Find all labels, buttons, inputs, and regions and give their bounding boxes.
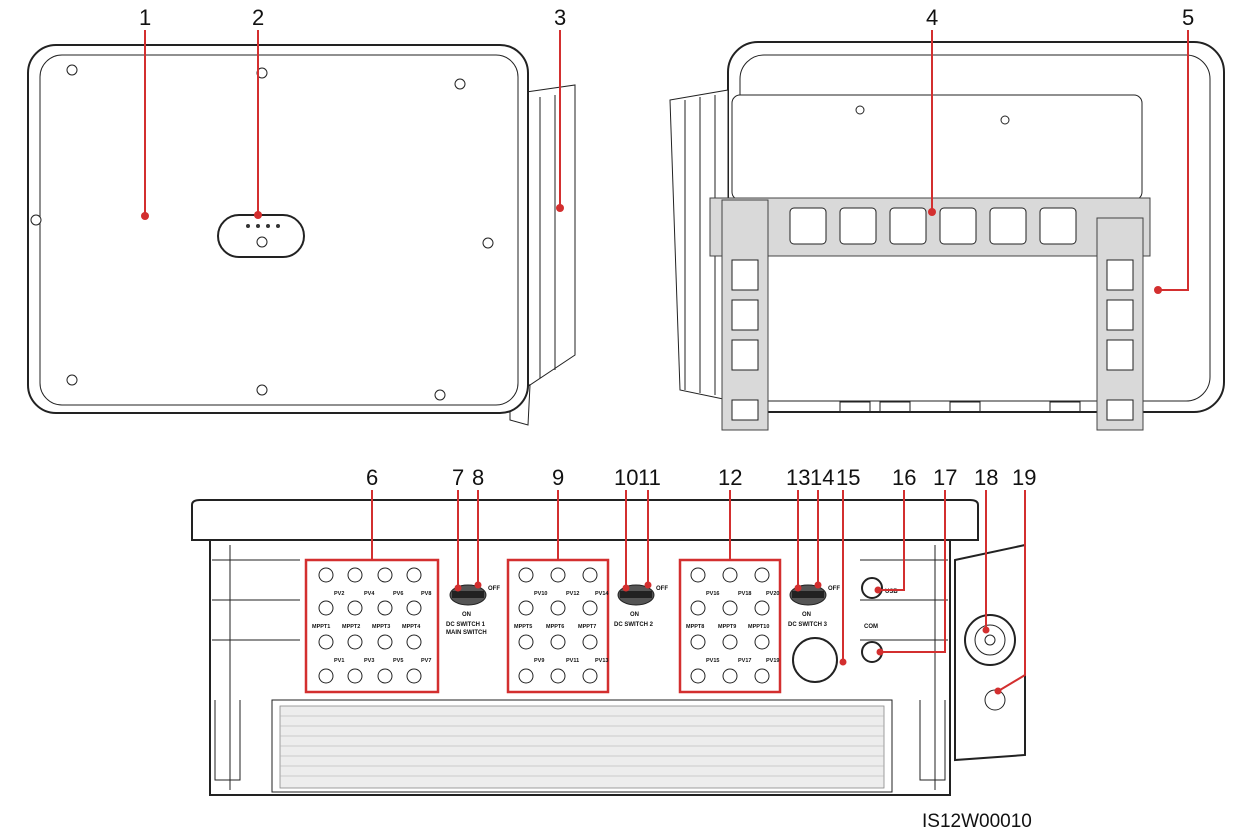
pv-label: PV13 <box>595 658 608 664</box>
callout-5: 5 <box>1182 5 1194 30</box>
back-view <box>669 30 1225 431</box>
dc-switch-2-label: DC SWITCH 2 <box>614 622 654 628</box>
callout-14: 14 <box>810 465 834 490</box>
callout-7: 7 <box>452 465 464 490</box>
on-label: ON <box>630 612 639 618</box>
callout-9: 9 <box>552 465 564 490</box>
off-label: OFF <box>828 586 840 592</box>
dc-switch-3-label: DC SWITCH 3 <box>788 622 828 628</box>
callout-13: 13 <box>786 465 810 490</box>
mppt-label: MPPT5 <box>514 624 532 630</box>
main-switch-label: MAIN SWITCH <box>446 630 487 636</box>
off-label: OFF <box>656 586 668 592</box>
callout-17: 17 <box>933 465 957 490</box>
pv-label: PV7 <box>421 658 431 664</box>
document-code: IS12W00010 <box>922 811 1032 832</box>
pv-label: PV4 <box>364 591 375 597</box>
off-label: OFF <box>488 586 500 592</box>
mppt-label: MPPT9 <box>718 624 736 630</box>
pv-label: PV12 <box>566 591 579 597</box>
callout-12: 12 <box>718 465 742 490</box>
pv-connectors-group2 <box>518 567 598 684</box>
pv-label: PV17 <box>738 658 751 664</box>
mppt-label: MPPT1 <box>312 624 330 630</box>
on-label: ON <box>802 612 811 618</box>
callout-6: 6 <box>366 465 378 490</box>
usb-label: USB <box>885 589 898 595</box>
callout-2: 2 <box>252 5 264 30</box>
pv-label: PV1 <box>334 658 344 664</box>
pv-label: PV5 <box>393 658 403 664</box>
pv-label: PV10 <box>534 591 547 597</box>
callout-1: 1 <box>139 5 151 30</box>
pv-label: PV20 <box>766 591 779 597</box>
pv-connectors-group3 <box>690 567 770 684</box>
pv-label: PV8 <box>421 591 431 597</box>
com-label: COM <box>864 624 878 630</box>
callout-10: 10 <box>614 465 638 490</box>
mppt-label: MPPT2 <box>342 624 360 630</box>
callout-8: 8 <box>472 465 484 490</box>
pv-label: PV14 <box>595 591 609 597</box>
pv-label: PV6 <box>393 591 403 597</box>
callout-18: 18 <box>974 465 998 490</box>
pv-label: PV2 <box>334 591 344 597</box>
callout-15: 15 <box>836 465 860 490</box>
on-label: ON <box>462 612 471 618</box>
callout-numbers: 1 2 3 4 5 6 7 8 9 10 11 12 13 14 15 16 1… <box>139 5 1194 490</box>
round-port <box>792 637 838 683</box>
pv-label: PV3 <box>364 658 374 664</box>
pv-label: PV11 <box>566 658 579 664</box>
mppt-label: MPPT10 <box>748 624 769 630</box>
mppt-label: MPPT3 <box>372 624 390 630</box>
callout-16: 16 <box>892 465 916 490</box>
callout-3: 3 <box>554 5 566 30</box>
mppt-label: MPPT8 <box>686 624 704 630</box>
pv-connectors-group1 <box>318 567 422 684</box>
pv-label: PV19 <box>766 658 779 664</box>
front-view <box>27 30 576 426</box>
pv-label: PV18 <box>738 591 751 597</box>
callout-19: 19 <box>1012 465 1036 490</box>
pv-label: PV15 <box>706 658 719 664</box>
pv-label: PV16 <box>706 591 719 597</box>
bottom-view: PV2 PV4 PV6 PV8 MPPT1 MPPT2 MPPT3 MPPT4 … <box>191 490 1026 796</box>
pv-label: PV9 <box>534 658 544 664</box>
mppt-label: MPPT7 <box>578 624 596 630</box>
mppt-label: MPPT4 <box>402 624 421 630</box>
mppt-label: MPPT6 <box>546 624 564 630</box>
callout-11: 11 <box>638 465 661 490</box>
dc-switch-1-label: DC SWITCH 1 <box>446 622 486 628</box>
callout-4: 4 <box>926 5 938 30</box>
